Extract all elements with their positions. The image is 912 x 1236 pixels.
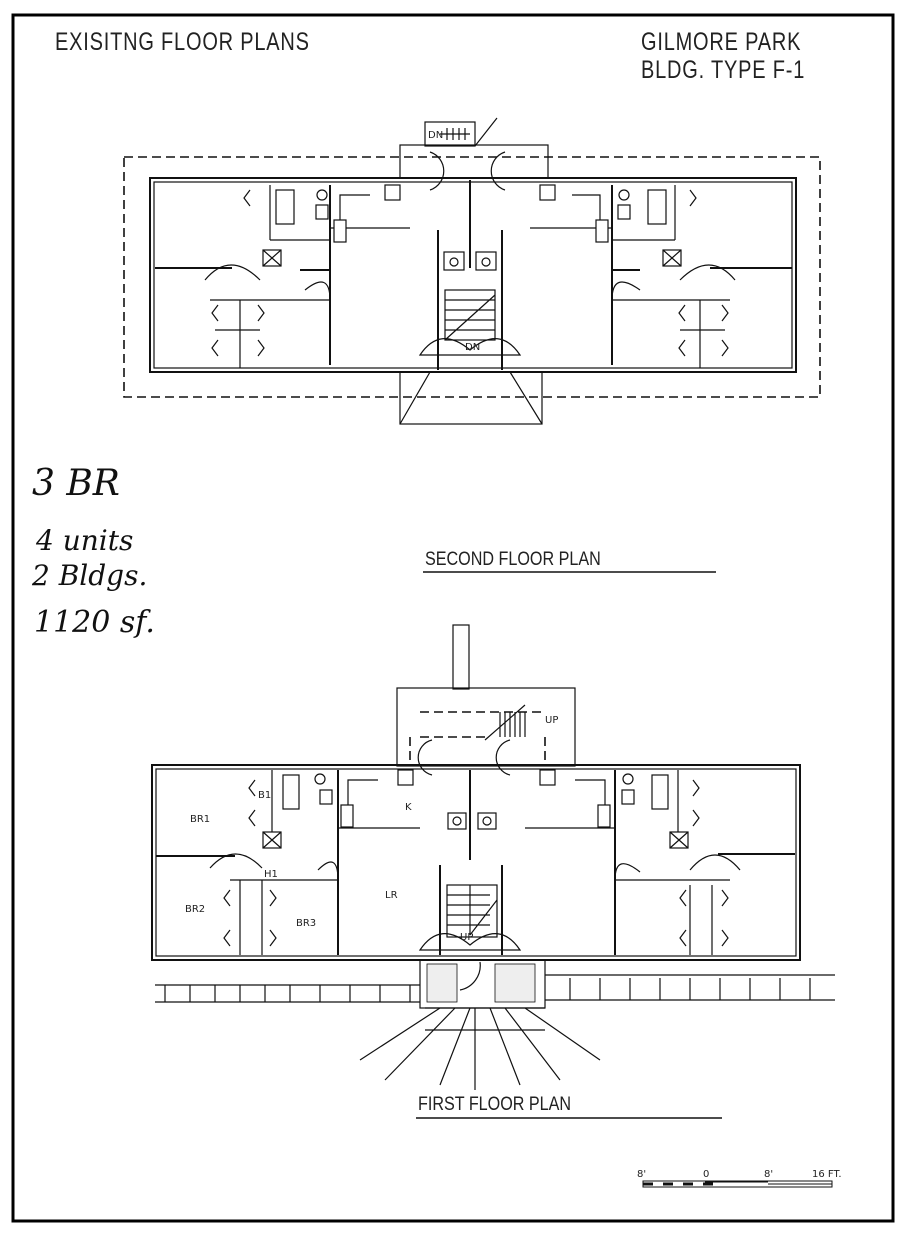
scale-bar: 8' 0 8' 16 FT. [637,1169,842,1188]
scale-tick: 16 FT. [812,1169,842,1180]
note-buildings: 2 Bldgs. [31,559,147,592]
room-label-br2: BR2 [185,904,205,915]
room-label-lr: LR [385,890,398,901]
project-name: GILMORE PARK [641,28,801,56]
stair-label-dn: DN [428,130,443,141]
first-floor-plan: UP UP BR1 B1 K H1 BR2 BR3 LR [151,624,835,1090]
second-floor-plan: DN DN [123,117,821,425]
stair-label-up: UP [545,715,558,726]
first-floor-title: FIRST FLOOR PLAN [418,1093,571,1115]
room-label-h1: H1 [264,869,278,880]
building-type: BLDG. TYPE F-1 [641,56,805,84]
note-bedrooms: 3 BR [32,463,120,504]
room-label-br1: BR1 [190,814,210,825]
stair-label-dn: DN [465,342,480,353]
scale-tick: 8' [764,1169,773,1180]
sheet-border [11,13,895,1223]
room-label-br3: BR3 [296,918,316,929]
handwritten-notes: 3 BR 4 units 2 Bldgs. 1120 sf. [31,463,155,640]
second-floor-title: SECOND FLOOR PLAN [425,548,601,570]
scale-tick: 8' [637,1169,646,1180]
stair-label-up: UP [460,932,473,943]
note-units: 4 units [35,524,133,557]
scale-tick: 0 [703,1169,709,1180]
sheet-title: EXISITNG FLOOR PLANS [55,28,310,56]
note-area: 1120 sf. [34,605,155,640]
room-label-b1: B1 [258,790,271,801]
room-label-k: K [405,802,412,813]
